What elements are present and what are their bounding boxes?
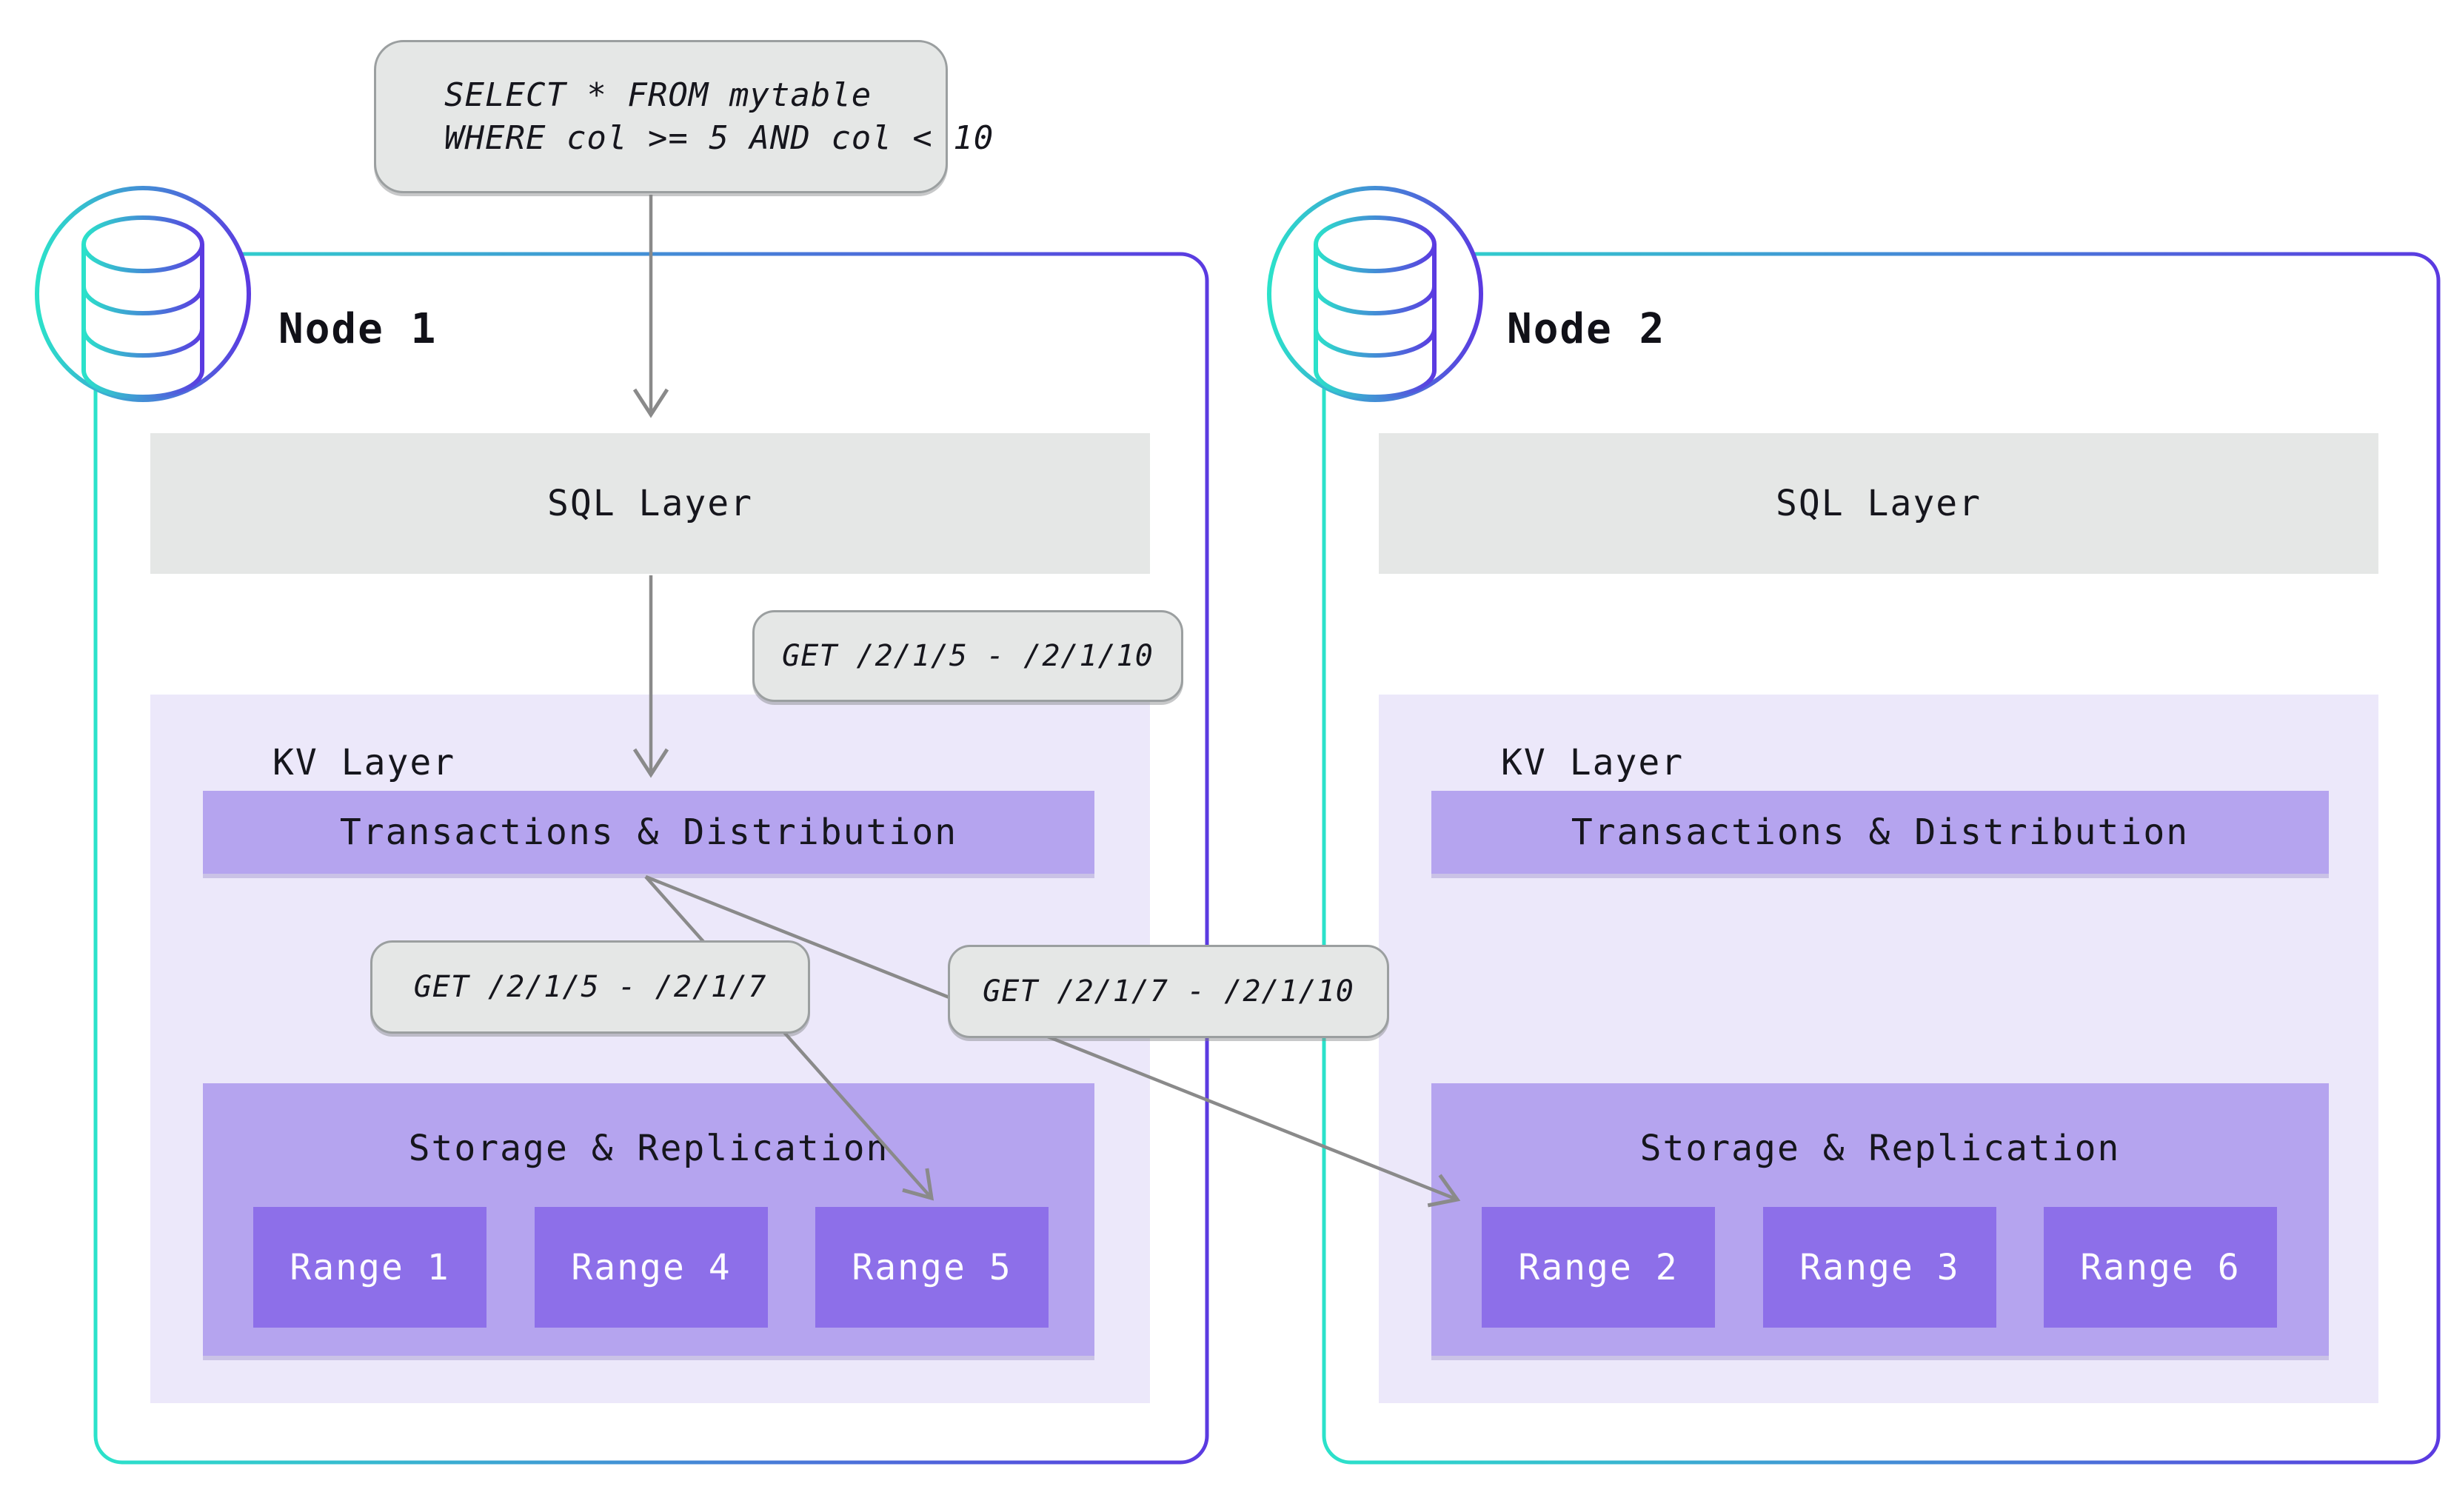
range-box: Range 1 <box>253 1207 486 1328</box>
node-2-kv-layer-label: KV Layer <box>1501 742 1685 783</box>
node-2-sql-layer-box: SQL Layer <box>1379 433 2378 574</box>
get-bubble-sql-to-kv: GET /2/1/5 - /2/1/10 <box>752 610 1183 702</box>
range-box: Range 4 <box>535 1207 768 1328</box>
node-2-transactions-box: Transactions & Distribution <box>1431 791 2329 874</box>
range-label: Range 4 <box>571 1246 732 1288</box>
node-2-title: Node 2 <box>1507 305 1666 353</box>
node-1-sql-layer-box: SQL Layer <box>150 433 1150 574</box>
node-1-sql-layer-label: SQL Layer <box>546 483 754 524</box>
range-label: Range 1 <box>290 1246 450 1288</box>
get-bubble-label: GET /2/1/5 - /2/1/7 <box>413 970 767 1004</box>
range-label: Range 2 <box>1518 1246 1679 1288</box>
query-line-1: SELECT * FROM mytable <box>444 76 872 114</box>
node-1-transactions-box: Transactions & Distribution <box>203 791 1094 874</box>
range-box: Range 3 <box>1763 1207 1996 1328</box>
query-bubble: SELECT * FROM mytable WHERE col >= 5 AND… <box>374 40 993 193</box>
range-label: Range 5 <box>852 1246 1012 1288</box>
node-2-sql-layer-label: SQL Layer <box>1775 483 1982 524</box>
node-1-title: Node 1 <box>278 305 438 353</box>
range-label: Range 6 <box>2080 1246 2241 1288</box>
query-line-2: WHERE col >= 5 AND col < 10 <box>444 118 994 157</box>
node-2-transactions-label: Transactions & Distribution <box>1571 812 2190 853</box>
range-box: Range 2 <box>1482 1207 1715 1328</box>
get-bubble-label: GET /2/1/5 - /2/1/10 <box>782 639 1154 673</box>
database-icon <box>35 186 251 402</box>
range-box: Range 5 <box>815 1207 1049 1328</box>
range-box: Range 6 <box>2044 1207 2277 1328</box>
get-bubble-label: GET /2/1/7 - /2/1/10 <box>983 974 1354 1008</box>
database-icon <box>1267 186 1483 402</box>
get-bubble-remote-range: GET /2/1/7 - /2/1/10 <box>948 945 1389 1038</box>
node-1-kv-layer-label: KV Layer <box>272 742 456 783</box>
node-1-transactions-label: Transactions & Distribution <box>339 812 958 853</box>
range-label: Range 3 <box>1799 1246 1960 1288</box>
node-2-storage-label: Storage & Replication <box>1639 1128 2121 1169</box>
get-bubble-local-range: GET /2/1/5 - /2/1/7 <box>370 940 810 1034</box>
node-2-storage-box: Storage & Replication Range 2 Range 3 Ra… <box>1431 1083 2329 1356</box>
